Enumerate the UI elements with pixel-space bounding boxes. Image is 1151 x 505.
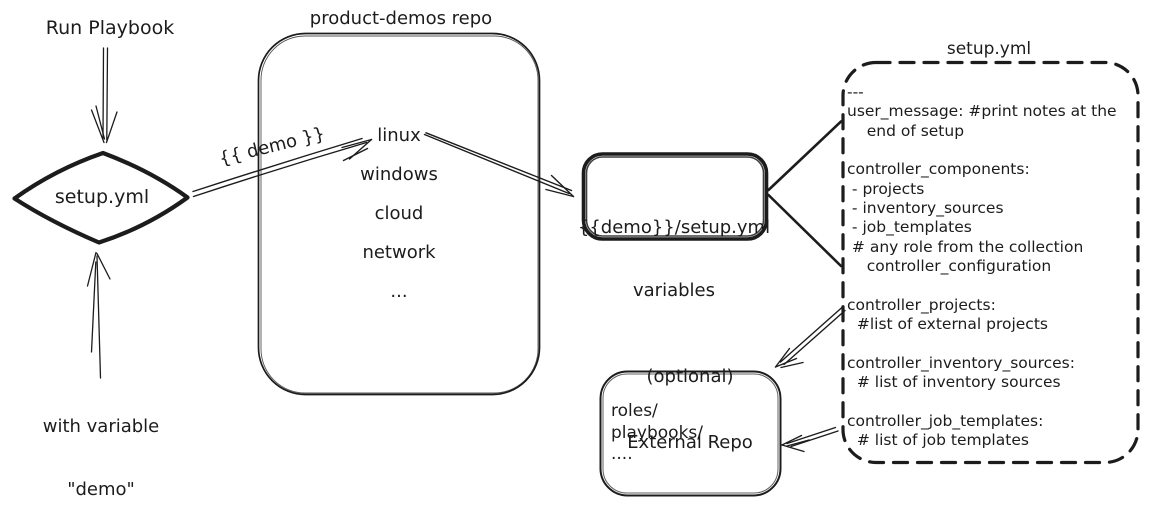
variables-fan-lines [767, 120, 843, 268]
fan-line-lower [767, 193, 843, 268]
setup-yml-content: --- user_message: #print notes at the en… [847, 83, 1117, 450]
linux-to-variables-arrow [423, 132, 575, 198]
demo-arrow [192, 137, 373, 198]
repo-box-title: product-demos repo [309, 8, 493, 29]
with-variable-line2: "demo" [67, 479, 135, 500]
repo-item-network: network [362, 242, 436, 263]
run-playbook-label: Run Playbook [45, 17, 175, 39]
external-repo-label: (optional) External Repo [627, 322, 753, 498]
projects-arrow [774, 306, 846, 369]
with-variable-label: with variable "demo" [43, 374, 160, 505]
repo-item-windows: windows [360, 164, 438, 185]
repo-item-linux: linux [377, 125, 421, 146]
run-playbook-arrow [90, 47, 118, 144]
variables-box-line2: variables [633, 280, 715, 301]
repo-item-list: linux windows cloud network ... [360, 124, 438, 303]
with-variable-line1: with variable [42, 416, 160, 437]
external-repo-content: roles/ playbooks/ .... [611, 401, 704, 464]
variables-box [581, 152, 769, 241]
external-repo-label-line2: External Repo [627, 432, 753, 453]
setup-yml-box [841, 60, 1140, 465]
diamond-label: setup.yml [54, 186, 150, 208]
repo-item-ellipsis: ... [390, 281, 408, 302]
variables-box-line1: {{demo}}/setup.yml [577, 217, 771, 238]
fan-line-upper [767, 120, 843, 192]
external-repo-box [599, 370, 782, 497]
variables-box-label: {{demo}}/setup.yml variables [578, 175, 770, 343]
external-repo-label-line1: (optional) [646, 366, 734, 387]
repo-box [257, 32, 541, 396]
job-templates-arrow [781, 426, 839, 453]
setup-diamond [12, 150, 190, 245]
repo-item-cloud: cloud [374, 203, 424, 224]
setup-yml-title: setup.yml [946, 39, 1032, 59]
with-variable-arrow [86, 251, 111, 379]
